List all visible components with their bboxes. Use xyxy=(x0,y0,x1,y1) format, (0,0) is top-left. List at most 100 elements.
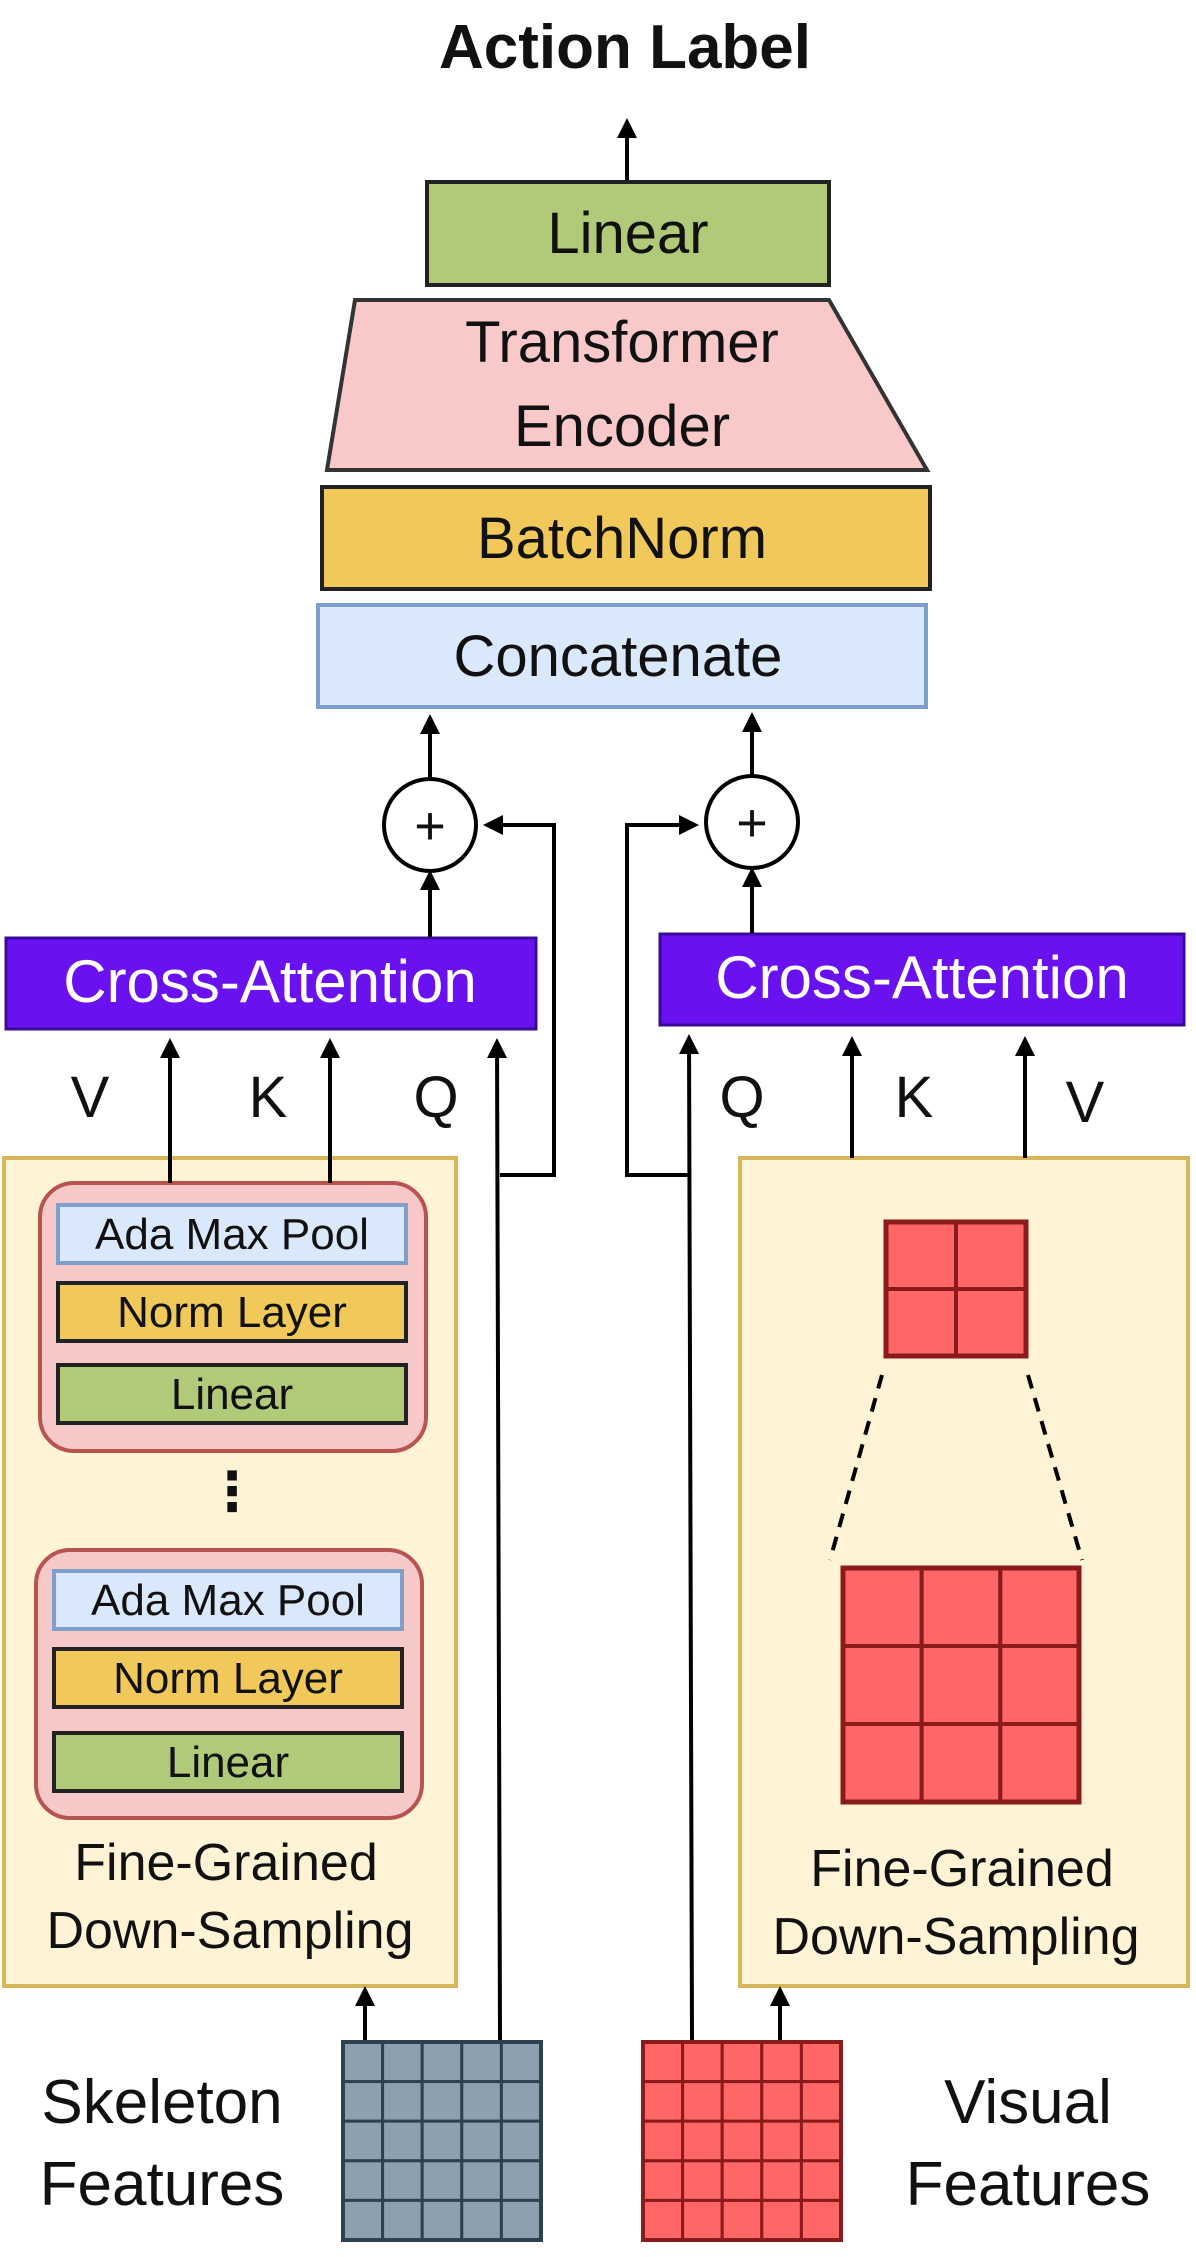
batchnorm-layer: BatchNorm xyxy=(320,485,932,591)
large-grid-cell xyxy=(841,1722,924,1804)
visual-grid-cell xyxy=(760,2159,803,2202)
small-grid-cell xyxy=(884,1287,958,1358)
small-grid-cell xyxy=(954,1220,1028,1291)
block1-linear: Linear xyxy=(171,1370,293,1419)
left-add-node: + xyxy=(382,777,478,873)
skeleton-grid-cell xyxy=(499,2040,543,2084)
large-grid-cell xyxy=(841,1644,924,1726)
left-fgds-title-1: Fine-Grained xyxy=(74,1834,377,1892)
right-q-label: Q xyxy=(719,1065,764,1130)
visual-grid-cell xyxy=(681,2080,724,2123)
top-linear-label: Linear xyxy=(547,201,708,266)
large-grid-cell xyxy=(919,1722,1003,1804)
visual-grid-cell xyxy=(799,2080,843,2123)
skeleton-grid-cell xyxy=(460,2159,503,2202)
visual-grid-cell xyxy=(720,2080,764,2123)
left-fine-grained-down-sampling: Ada Max Pool Norm Layer Linear ⋮ Ada Max… xyxy=(2,1156,458,1988)
visual-grid-cell xyxy=(681,2198,724,2242)
visual-grid-cell xyxy=(720,2159,764,2202)
visual-grid-cell xyxy=(760,2040,803,2084)
left-k-label: K xyxy=(249,1065,288,1130)
left-add-symbol: + xyxy=(414,796,446,856)
visual-grid-cell xyxy=(799,2119,843,2163)
transformer-encoder-label-1: Transformer xyxy=(465,310,779,375)
visual-grid-cell xyxy=(760,2119,803,2163)
skeleton-grid-cell xyxy=(460,2198,503,2242)
skeleton-grid-cell xyxy=(341,2159,385,2202)
skeleton-grid-cell xyxy=(381,2159,424,2202)
visual-grid-cell xyxy=(681,2119,724,2163)
visual-features-label-2: Features xyxy=(906,2150,1151,2219)
skeleton-grid-cell xyxy=(420,2119,464,2163)
left-cross-attention-label: Cross-Attention xyxy=(63,948,477,1015)
large-grid-cell xyxy=(919,1566,1003,1648)
visual-grid-cell xyxy=(641,2159,685,2202)
visual-features-label-1: Visual xyxy=(944,2068,1112,2137)
skeleton-features-label-1: Skeleton xyxy=(41,2068,282,2137)
skeleton-grid-cell xyxy=(420,2159,464,2202)
visual-features-grid xyxy=(641,2040,843,2242)
skeleton-features-grid xyxy=(341,2040,543,2242)
left-cross-attention: Cross-Attention xyxy=(4,936,538,1031)
visual-grid-cell xyxy=(799,2040,843,2084)
skeleton-grid-cell xyxy=(381,2040,424,2084)
batchnorm-label: BatchNorm xyxy=(477,506,767,571)
skeleton-grid-cell xyxy=(460,2080,503,2123)
large-feature-grid xyxy=(840,1565,1082,1805)
skeleton-grid-cell xyxy=(420,2080,464,2123)
left-residual-connection xyxy=(483,815,556,1177)
block2-norm-layer: Norm Layer xyxy=(113,1654,343,1703)
left-fgds-title-2: Down-Sampling xyxy=(46,1902,413,1960)
right-add-node: + xyxy=(704,774,800,870)
left-downsample-block-2: Ada Max Pool Norm Layer Linear xyxy=(34,1548,424,1820)
visual-grid-cell xyxy=(720,2119,764,2163)
skeleton-features-label-2: Features xyxy=(40,2150,285,2219)
left-downsample-block-1: Ada Max Pool Norm Layer Linear xyxy=(38,1181,428,1453)
right-add-symbol: + xyxy=(736,793,768,853)
visual-grid-cell xyxy=(799,2159,843,2202)
skeleton-grid-cell xyxy=(460,2119,503,2163)
skeleton-grid-cell xyxy=(499,2198,543,2242)
large-grid-cell xyxy=(998,1566,1081,1648)
right-fgds-title-2: Down-Sampling xyxy=(772,1908,1139,1966)
left-q-label: Q xyxy=(413,1065,458,1130)
skeleton-grid-cell xyxy=(381,2198,424,2242)
visual-grid-cell xyxy=(641,2040,685,2084)
left-v-label: V xyxy=(71,1065,110,1130)
skeleton-grid-cell xyxy=(460,2040,503,2084)
right-residual-connection xyxy=(625,815,699,1177)
concatenate-label: Concatenate xyxy=(454,624,783,689)
small-grid-cell xyxy=(884,1220,958,1291)
transformer-encoder-label-2: Encoder xyxy=(514,394,730,459)
skeleton-grid-cell xyxy=(341,2198,385,2242)
visual-grid-border xyxy=(641,2040,843,2242)
right-k-label: K xyxy=(895,1065,934,1130)
skeleton-grid-cell xyxy=(499,2119,543,2163)
large-grid-cell xyxy=(998,1722,1081,1804)
large-grid-cell xyxy=(841,1566,924,1648)
right-cross-attention: Cross-Attention xyxy=(658,932,1186,1027)
small-downsampled-grid xyxy=(883,1219,1029,1359)
right-fine-grained-down-sampling: Fine-Grained Down-Sampling xyxy=(738,1156,1190,1988)
block1-ada-max-pool: Ada Max Pool xyxy=(95,1210,369,1259)
visual-grid-cell xyxy=(720,2040,764,2084)
right-v-label: V xyxy=(1066,1070,1105,1135)
block2-ada-max-pool: Ada Max Pool xyxy=(91,1576,365,1625)
right-q-arrow xyxy=(679,1034,700,2041)
visual-grid-cell xyxy=(681,2159,724,2202)
visual-grid-cell xyxy=(760,2198,803,2242)
skeleton-grid-cell xyxy=(499,2159,543,2202)
skeleton-grid-cell xyxy=(420,2040,464,2084)
skeleton-grid-cell xyxy=(381,2080,424,2123)
skeleton-grid-cell xyxy=(381,2119,424,2163)
left-q-arrow xyxy=(487,1038,508,2041)
transformer-encoder: Transformer Encoder xyxy=(324,298,931,472)
skeleton-grid-cell xyxy=(499,2080,543,2123)
block1-norm-layer: Norm Layer xyxy=(117,1288,347,1337)
zoom-dashed-right xyxy=(1026,1374,1084,1561)
right-fgds-title-1: Fine-Grained xyxy=(810,1840,1113,1898)
skeleton-grid-cell xyxy=(420,2198,464,2242)
visual-grid-cell xyxy=(720,2198,764,2242)
zoom-dashed-left xyxy=(828,1374,884,1561)
